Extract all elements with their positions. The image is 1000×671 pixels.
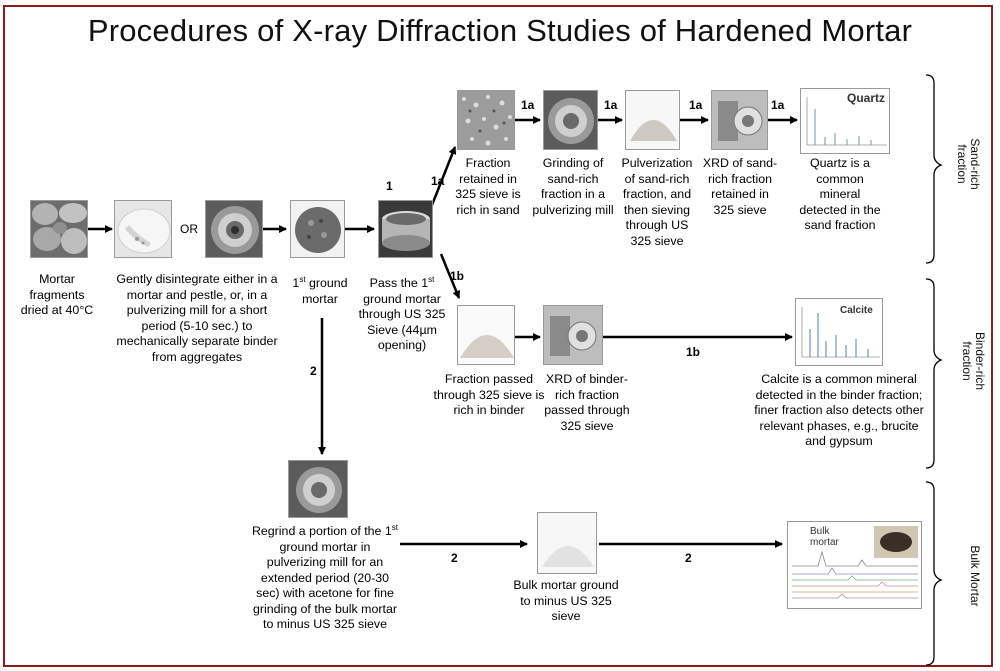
quartz-xrd-pattern: Quartz bbox=[800, 88, 890, 154]
step-label-1a-branch: 1a bbox=[431, 174, 445, 188]
fraction-passed-label: Fraction passed through 325 sieve is ric… bbox=[433, 372, 545, 417]
step-label-1a-pulverization: 1a bbox=[604, 98, 618, 112]
binder-rich-side-label: Binder-rich fraction bbox=[960, 331, 987, 391]
bulk-mortar-powder-image bbox=[537, 512, 597, 574]
first-ground-label: 1st ground mortar bbox=[292, 275, 348, 306]
disintegrate-label: Gently disintegrate either in a mortar a… bbox=[116, 272, 278, 364]
bulk-plot-label: Bulk mortar bbox=[810, 526, 839, 548]
arrow-sieve-to-binder-fraction bbox=[439, 253, 461, 299]
binder-bracket bbox=[925, 278, 943, 469]
quartz-plot-label: Quartz bbox=[847, 91, 886, 105]
pulverization-label: Pulverization of sand-rich fraction, and… bbox=[621, 156, 693, 248]
mortar-fragments-image bbox=[30, 200, 88, 258]
calcite-plot-label: Calcite bbox=[840, 305, 873, 316]
sand-fraction-image bbox=[457, 90, 515, 150]
pass-sieve-label: Pass the 1st ground mortar through US 32… bbox=[358, 275, 446, 353]
first-ground-mortar-image bbox=[290, 200, 345, 258]
grinding-mill-image bbox=[543, 90, 598, 150]
regrind-mill-image bbox=[288, 460, 348, 518]
quartz-description: Quartz is a common mineral detected in t… bbox=[799, 156, 881, 232]
grinding-sand-label: Grinding of sand-rich fraction in a pulv… bbox=[532, 156, 614, 217]
or-label: OR bbox=[180, 222, 198, 236]
step-label-1a-quartz: 1a bbox=[771, 98, 785, 112]
step-label-1: 1 bbox=[386, 179, 393, 193]
regrind-label: Regrind a portion of the 1st ground mort… bbox=[251, 523, 399, 632]
bulk-mortar-side-label: Bulk Mortar bbox=[968, 545, 982, 607]
arrow-sieve-to-sand-fraction bbox=[430, 146, 457, 206]
step-label-1a-xrd: 1a bbox=[689, 98, 703, 112]
fraction-retained-label: Fraction retained in 325 sieve is rich i… bbox=[455, 156, 521, 217]
xrd-machine-binder-image bbox=[543, 305, 603, 365]
bulk-mortar-xrd-pattern: Bulk mortar bbox=[787, 521, 922, 609]
step-label-2-regrind: 2 bbox=[310, 364, 317, 378]
xrd-machine-sand-image bbox=[711, 90, 768, 150]
bulk-ground-label: Bulk mortar ground to minus US 325 sieve bbox=[513, 578, 619, 623]
step-label-1b-calcite: 1b bbox=[686, 345, 701, 359]
step-label-1b-branch: 1b bbox=[450, 269, 465, 283]
sieve-image bbox=[378, 200, 433, 258]
step-label-2-plot: 2 bbox=[685, 551, 692, 565]
calcite-xrd-pattern: Calcite bbox=[795, 298, 883, 366]
calcite-description: Calcite is a common mineral detected in … bbox=[754, 372, 924, 448]
step-label-2-bulk: 2 bbox=[451, 551, 458, 565]
sand-bracket bbox=[925, 74, 943, 264]
mortar-and-pestle-image bbox=[114, 200, 172, 258]
pulverizing-mill-image bbox=[205, 200, 263, 258]
pulverized-powder-image bbox=[625, 90, 680, 150]
xrd-sand-label: XRD of sand-rich fraction retained in 32… bbox=[702, 156, 778, 217]
xrd-binder-label: XRD of binder-rich fraction passed throu… bbox=[544, 372, 630, 433]
mortar-fragments-label: Mortar fragments dried at 40°C bbox=[20, 272, 94, 317]
bulk-bracket bbox=[925, 481, 943, 666]
sand-rich-side-label: Sand-rich fraction bbox=[955, 138, 982, 190]
binder-fraction-image bbox=[457, 305, 515, 365]
step-label-1a-grinding: 1a bbox=[521, 98, 535, 112]
figure-title: Procedures of X-ray Diffraction Studies … bbox=[87, 13, 913, 48]
